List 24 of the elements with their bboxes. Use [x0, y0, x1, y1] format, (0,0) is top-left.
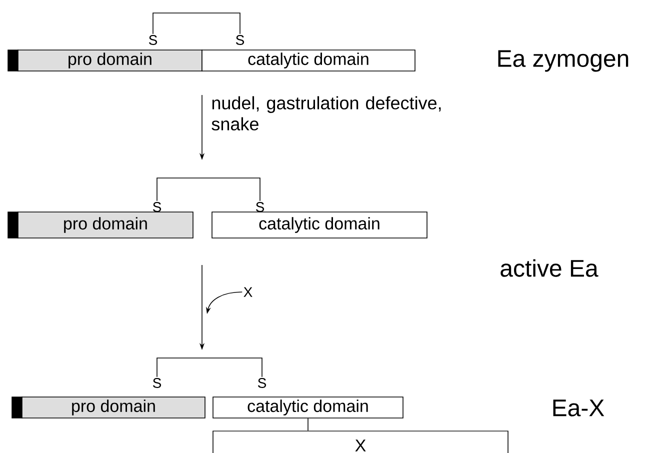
sulfur-label: S [152, 378, 162, 388]
domain-box: pro domain [18, 50, 202, 72]
disulfide-bracket [156, 178, 260, 202]
sulfur-label: S [236, 35, 244, 45]
sulfur-label: S [152, 202, 162, 212]
end-block [12, 396, 22, 418]
domain-box: pro domain [18, 212, 194, 238]
state-label: Ea zymogen [498, 50, 628, 72]
sulfur-label: S [148, 35, 158, 45]
domain-box: X [212, 430, 508, 453]
end-block [8, 50, 18, 72]
disulfide-bracket [156, 358, 262, 378]
sulfur-label: S [258, 378, 266, 388]
domain-box: catalytic domain [202, 50, 416, 72]
sulfur-label: S [256, 202, 264, 212]
disulfide-bracket [152, 12, 240, 34]
domain-box: catalytic domain [212, 212, 428, 238]
factor-label: X [244, 287, 252, 297]
end-block [8, 212, 18, 238]
process-label: nudel, gastrulation defective, snake [212, 96, 441, 130]
domain-box: catalytic domain [212, 396, 404, 418]
domain-box: pro domain [22, 396, 206, 418]
state-label: Ea-X [553, 400, 604, 416]
state-label: active Ea [500, 259, 598, 277]
